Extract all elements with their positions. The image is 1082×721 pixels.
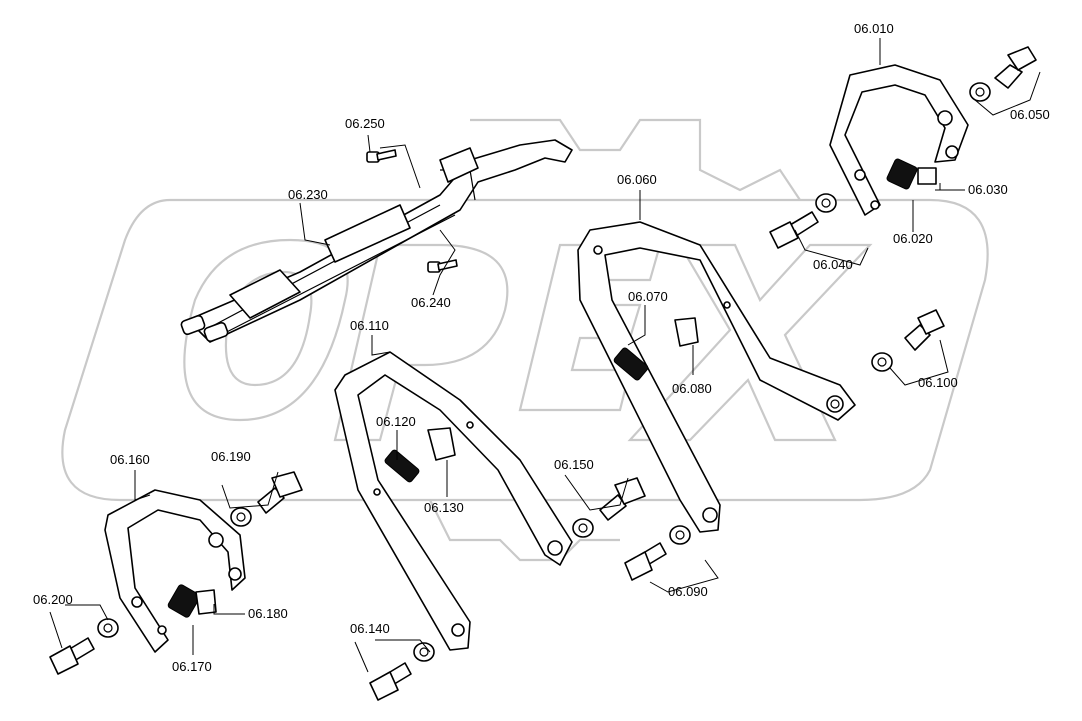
callout-06170: 06.170 <box>172 659 212 674</box>
callout-06230: 06.230 <box>288 187 328 202</box>
bracket-06060 <box>572 221 945 581</box>
callout-06090: 06.090 <box>668 584 708 599</box>
callout-06110: 06.110 <box>350 318 389 333</box>
bolt-06240 <box>427 259 458 273</box>
callout-labels: 06.010 06.020 06.030 06.040 06.050 06.06… <box>33 21 1050 674</box>
callout-06180: 06.180 <box>248 606 288 621</box>
bolt-06140 <box>369 642 435 701</box>
callout-06070: 06.070 <box>628 289 668 304</box>
callout-06250: 06.250 <box>345 116 385 131</box>
callout-06030: 06.030 <box>968 182 1008 197</box>
callout-06190: 06.190 <box>211 449 251 464</box>
callout-06130: 06.130 <box>424 500 464 515</box>
bolt-06150 <box>572 477 646 538</box>
block-06020 <box>886 158 918 190</box>
stud-06080 <box>674 317 699 347</box>
bolt-06090 <box>624 525 691 581</box>
callout-06100: 06.100 <box>918 375 958 390</box>
bracket-06110 <box>334 351 573 701</box>
bolt-06190 <box>230 471 303 527</box>
bolt-06200 <box>49 618 119 675</box>
stud-06180 <box>195 589 217 615</box>
callout-06080: 06.080 <box>672 381 712 396</box>
callout-06140: 06.140 <box>350 621 390 636</box>
callout-06060: 06.060 <box>617 172 657 187</box>
bracket-06160 <box>49 471 303 675</box>
stud-06130 <box>427 427 456 461</box>
shift-rod-assembly <box>180 139 573 343</box>
callout-06050: 06.050 <box>1010 107 1050 122</box>
callout-06010: 06.010 <box>854 21 894 36</box>
bolt-06050 <box>969 46 1037 102</box>
callout-06240: 06.240 <box>411 295 451 310</box>
bolt-06100 <box>871 309 945 372</box>
callout-06040: 06.040 <box>813 257 853 272</box>
callout-06150: 06.150 <box>554 457 594 472</box>
block-06120 <box>384 449 420 483</box>
stud-06030 <box>917 167 937 185</box>
leader-lines <box>49 38 1041 673</box>
block-06070 <box>613 347 649 381</box>
bolt-06040 <box>769 193 837 249</box>
bolt-06250 <box>366 149 397 163</box>
block-06170 <box>167 584 201 618</box>
callout-06160: 06.160 <box>110 452 150 467</box>
callout-06120: 06.120 <box>376 414 416 429</box>
bracket-06010 <box>769 46 1037 249</box>
callout-06020: 06.020 <box>893 231 933 246</box>
callout-06200: 06.200 <box>33 592 73 607</box>
